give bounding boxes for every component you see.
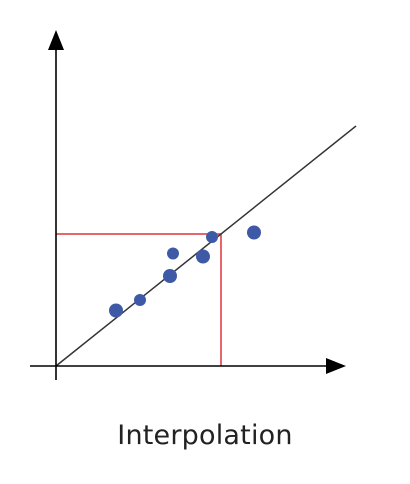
data-point xyxy=(134,294,146,306)
data-points xyxy=(109,225,261,318)
data-point xyxy=(196,249,210,264)
figure-caption: Interpolation xyxy=(117,420,293,451)
data-point xyxy=(247,225,261,240)
data-point xyxy=(167,247,179,260)
data-point xyxy=(206,231,218,243)
interpolation-guides xyxy=(56,233,222,366)
y-axis-arrowhead xyxy=(48,30,64,50)
x-axis-arrowhead xyxy=(326,358,346,374)
fit-line-group xyxy=(55,125,357,367)
data-point xyxy=(109,303,123,318)
data-point xyxy=(163,269,177,283)
fit-line xyxy=(55,125,357,367)
axes xyxy=(30,30,346,380)
